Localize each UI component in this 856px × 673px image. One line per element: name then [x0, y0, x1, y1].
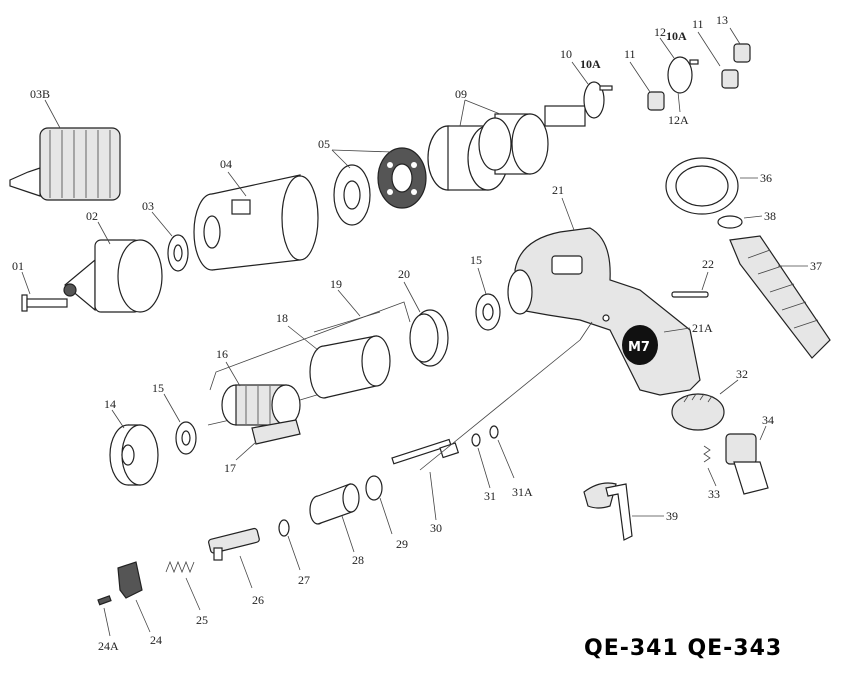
- label-10: 10: [560, 47, 572, 61]
- label-16: 16: [216, 347, 228, 361]
- part-14-end-cap: [109, 424, 159, 486]
- label-11-1: 11: [624, 47, 636, 61]
- part-18-cylinder: [309, 335, 391, 399]
- logo-text: M7: [628, 340, 650, 355]
- label-21a: 21A: [692, 321, 713, 335]
- part-11-planet-gears: [647, 43, 751, 111]
- label-31a: 31A: [512, 485, 533, 499]
- part-03b-keyless-chuck: [9, 127, 121, 201]
- label-34: 34: [762, 413, 774, 427]
- label-14: 14: [104, 397, 116, 411]
- label-10a-1: 10A: [580, 57, 601, 71]
- part-30-valve-stem: [391, 438, 460, 465]
- label-03b: 03B: [30, 87, 50, 101]
- label-20: 20: [398, 267, 410, 281]
- part-26-reverse-valve: [208, 527, 260, 561]
- part-24a-screw: [97, 595, 112, 606]
- model-title: QE-341 QE-343: [584, 636, 782, 661]
- label-15-1: 15: [152, 381, 164, 395]
- label-37: 37: [810, 259, 822, 273]
- part-10-spindle: [544, 81, 613, 127]
- label-02: 02: [86, 209, 98, 223]
- label-12a: 12A: [668, 113, 689, 127]
- label-12: 12: [654, 25, 666, 39]
- part-05-bearings: [333, 147, 427, 226]
- part-27-o-ring: [278, 519, 290, 537]
- label-17: 17: [224, 461, 236, 475]
- part-12-carrier: [667, 56, 699, 94]
- part-02-keyed-chuck: [63, 239, 163, 313]
- label-39: 39: [666, 509, 678, 523]
- part-37-exhaust-hose: [729, 235, 831, 359]
- part-17-vanes: [251, 419, 301, 445]
- label-15-2: 15: [470, 253, 482, 267]
- label-29: 29: [396, 537, 408, 551]
- part-34-air-inlet: [725, 433, 769, 495]
- label-27: 27: [298, 573, 310, 587]
- part-21a-logo-badge: M7: [622, 325, 658, 365]
- part-19-pin: [209, 301, 411, 391]
- label-19: 19: [330, 277, 342, 291]
- label-33: 33: [708, 487, 720, 501]
- label-21: 21: [552, 183, 564, 197]
- label-32: 32: [736, 367, 748, 381]
- part-16-rotor: [207, 384, 321, 426]
- part-25-spring: [165, 560, 195, 574]
- label-09: 09: [455, 87, 467, 101]
- part-22-pin: [671, 291, 709, 298]
- label-24: 24: [150, 633, 162, 647]
- part-31-o-ring: [471, 433, 481, 447]
- part-33-trigger-spring: [703, 445, 711, 463]
- part-28-valve-bushing: [309, 483, 360, 525]
- label-25: 25: [196, 613, 208, 627]
- part-38-o-ring: [717, 215, 743, 229]
- part-21-main-housing: [507, 227, 701, 396]
- label-04: 04: [220, 157, 232, 171]
- label-31: 31: [484, 489, 496, 503]
- part-01-screw: [21, 294, 68, 312]
- label-05: 05: [318, 137, 330, 151]
- label-13: 13: [716, 13, 728, 27]
- part-09-ring-gears: [427, 113, 549, 191]
- part-31a-o-ring: [489, 425, 499, 439]
- part-04-front-housing: [193, 174, 319, 271]
- part-03-washer: [167, 234, 189, 272]
- label-01: 01: [12, 259, 24, 273]
- part-39-hex-key: [583, 482, 633, 541]
- label-10a-2: 10A: [666, 29, 687, 43]
- part-20-end-plate: [409, 309, 449, 367]
- part-15-bearing-rear: [175, 421, 197, 455]
- label-18: 18: [276, 311, 288, 325]
- label-30: 30: [430, 521, 442, 535]
- part-15-bearing-front: [475, 293, 501, 331]
- part-29-o-ring: [365, 475, 383, 501]
- part-36-exhaust-ring: [665, 157, 739, 215]
- label-38: 38: [764, 209, 776, 223]
- label-26: 26: [252, 593, 264, 607]
- label-22: 22: [702, 257, 714, 271]
- label-24a: 24A: [98, 639, 119, 653]
- part-24-reverse-knob: [117, 561, 143, 599]
- label-11-2: 11: [692, 17, 704, 31]
- part-32-trigger: [671, 393, 725, 431]
- label-36: 36: [760, 171, 772, 185]
- label-28: 28: [352, 553, 364, 567]
- label-03: 03: [142, 199, 154, 213]
